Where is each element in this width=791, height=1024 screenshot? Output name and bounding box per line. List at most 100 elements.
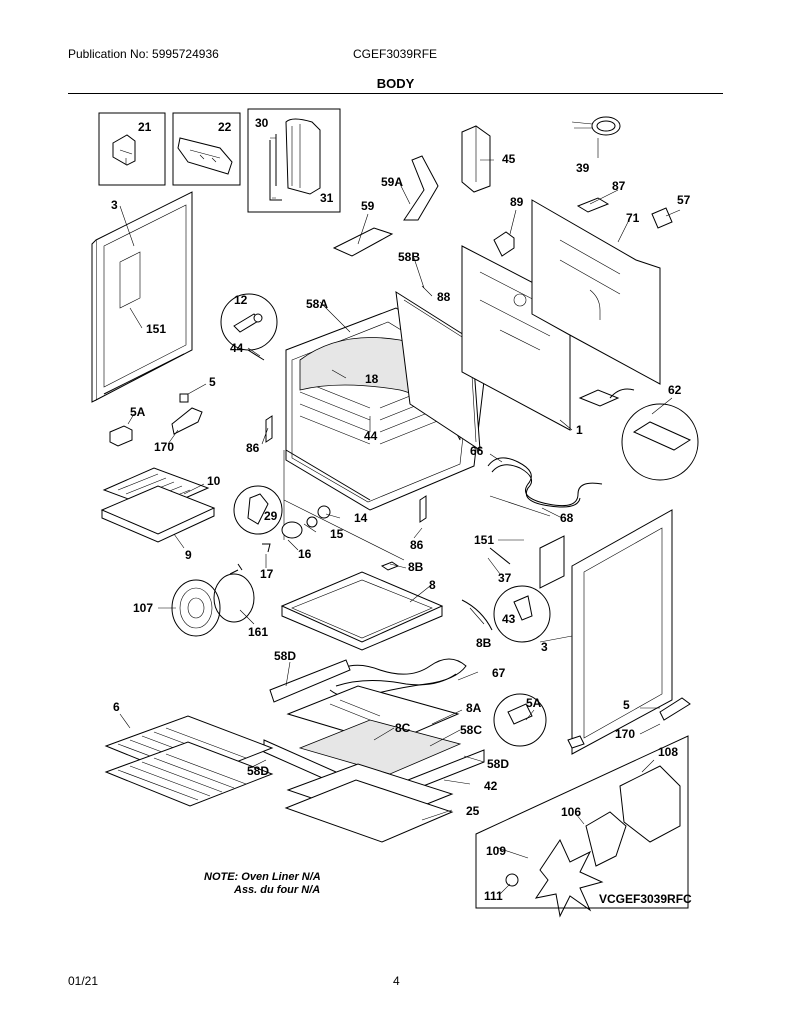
note-line-2: Ass. du four N/A [233, 884, 320, 896]
bottom-tray [286, 685, 462, 775]
callout-5A-right: 5A [526, 696, 542, 710]
terminal-block [578, 388, 699, 481]
footer-date: 01/21 [68, 974, 99, 988]
callout-9: 9 [185, 548, 192, 562]
callout-8A: 8A [466, 701, 482, 715]
callout-42: 42 [484, 779, 498, 793]
broiler-pan [100, 467, 216, 543]
callout-58D-top: 58D [274, 649, 296, 663]
callout-62: 62 [668, 383, 682, 397]
callout-58A: 58A [306, 297, 328, 311]
leader-lines [119, 137, 681, 895]
callout-15: 15 [330, 527, 344, 541]
callout-30: 30 [255, 116, 269, 130]
inset-box-30 [247, 108, 341, 213]
callout-151-right: 151 [474, 533, 494, 547]
oven-door-inner-panel [91, 191, 193, 403]
callout-57: 57 [677, 193, 691, 207]
callout-71: 71 [626, 211, 640, 225]
insulation-strip-58D-top [269, 659, 351, 703]
callout-16: 16 [298, 547, 312, 561]
oven-bottom [280, 561, 444, 651]
callout-8B-top: 8B [408, 560, 424, 574]
callout-86-right: 86 [410, 538, 424, 552]
callout-37: 37 [498, 571, 512, 585]
footer-page-number: 4 [393, 974, 400, 988]
header-divider [68, 93, 723, 94]
callout-10: 10 [207, 474, 221, 488]
callout-21: 21 [138, 120, 152, 134]
callout-107: 107 [133, 601, 153, 615]
inset-box-21 [98, 112, 166, 186]
callout-17: 17 [260, 567, 274, 581]
callout-111: 111 [484, 889, 503, 903]
callout-5-right: 5 [623, 698, 630, 712]
callout-14: 14 [354, 511, 368, 525]
callout-88: 88 [437, 290, 451, 304]
callout-29: 29 [264, 509, 278, 523]
temperature-sensor [220, 293, 278, 361]
callout-3-left: 3 [111, 198, 118, 212]
callout-108: 108 [658, 745, 678, 759]
callout-22: 22 [218, 120, 232, 134]
callout-5A-left: 5A [130, 405, 146, 419]
callout-8: 8 [429, 578, 436, 592]
knob-parts [233, 485, 331, 553]
callout-39: 39 [576, 161, 590, 175]
bracket-86-right [419, 495, 427, 523]
callout-89: 89 [510, 195, 524, 209]
callout-5-left: 5 [209, 375, 216, 389]
callout-86-left: 86 [246, 441, 260, 455]
callout-25: 25 [466, 804, 480, 818]
bottom-panel-25 [284, 779, 454, 843]
callout-31: 31 [320, 191, 334, 205]
callout-8C: 8C [395, 721, 411, 735]
callout-106: 106 [561, 805, 581, 819]
inset-box-convection-fan [475, 735, 689, 918]
callout-151-left: 151 [146, 322, 166, 336]
callout-12: 12 [234, 293, 248, 307]
callout-58D-left: 58D [247, 764, 269, 778]
callout-45: 45 [502, 152, 516, 166]
callout-44-left: 44 [230, 341, 244, 355]
part-callouts: 21 22 30 31 3 151 5 5A 170 12 44 58A 18 … [111, 116, 691, 903]
callout-1: 1 [576, 423, 583, 437]
callout-161: 161 [248, 625, 268, 639]
callout-58B: 58B [398, 250, 420, 264]
callout-8B-bottom: 8B [476, 636, 492, 650]
callout-59A: 59A [381, 175, 403, 189]
model-number: CGEF3039RFE [353, 47, 438, 61]
section-title: BODY [376, 76, 415, 91]
vent-ducts [332, 125, 491, 257]
callout-109: 109 [486, 844, 506, 858]
callout-6: 6 [113, 700, 120, 714]
convection-fan-cover [171, 563, 255, 637]
inset-model-number: VCGEF3039RFC [599, 892, 692, 906]
inset-box-22 [172, 112, 241, 186]
callout-58C: 58C [460, 723, 482, 737]
broil-element [487, 457, 603, 517]
callout-170-left: 170 [154, 440, 174, 454]
callout-67: 67 [492, 666, 506, 680]
callout-18: 18 [365, 372, 379, 386]
note-line-1: NOTE: Oven Liner N/A [204, 871, 321, 883]
callout-58D-right: 58D [487, 757, 509, 771]
callout-170-right: 170 [615, 727, 635, 741]
hinge-parts-right [493, 693, 691, 749]
wire-harness [571, 116, 621, 136]
callout-3-right: 3 [541, 640, 548, 654]
callout-59: 59 [361, 199, 375, 213]
callout-87: 87 [612, 179, 626, 193]
side-panel-right [461, 509, 673, 755]
publication-number: Publication No: 5995724936 [68, 47, 219, 61]
callout-43: 43 [502, 612, 516, 626]
callout-68: 68 [560, 511, 574, 525]
callout-66: 66 [470, 444, 484, 458]
callout-44-right: 44 [364, 429, 378, 443]
rear-cover [531, 197, 673, 385]
bracket-86-left [265, 415, 273, 443]
hinge-parts-left [109, 393, 203, 447]
oven-racks [104, 715, 274, 807]
bracket-89 [493, 231, 515, 257]
